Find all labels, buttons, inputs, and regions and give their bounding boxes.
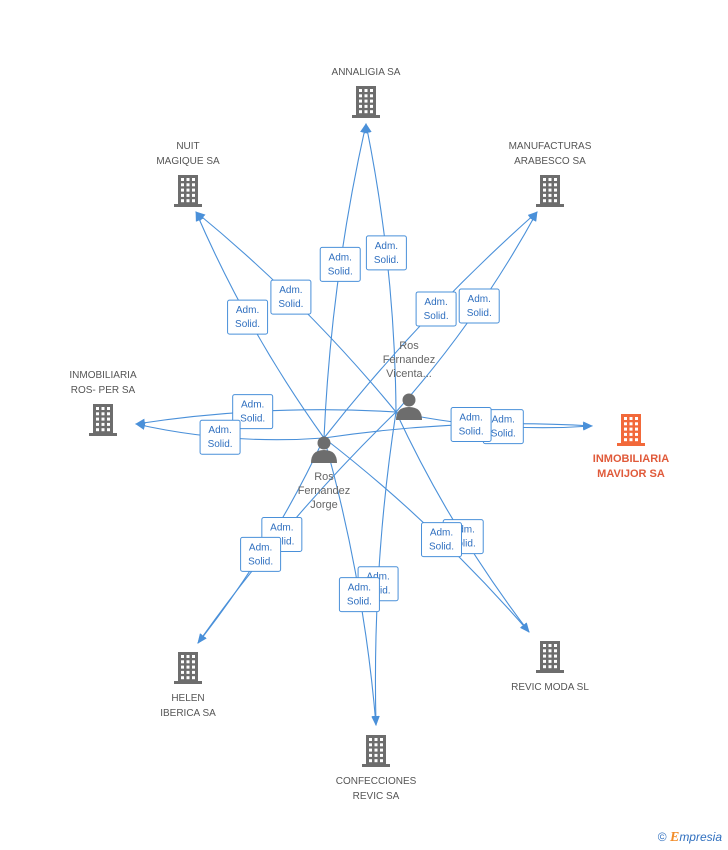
company-label: REVIC MODA SL <box>511 682 589 693</box>
edge-label-type: Solid. <box>235 319 260 330</box>
company-label: IBERICA SA <box>160 708 216 719</box>
edge-label-role: Adm. <box>430 528 453 539</box>
edge-label-jorge-mavijor[interactable]: Adm. Solid. <box>450 406 492 442</box>
brand-name: mpresia <box>679 830 722 844</box>
edge-label-vicenta-manufacturas[interactable]: Adm. Solid. <box>458 288 500 324</box>
edge-label-type: Solid. <box>347 597 372 608</box>
company-label: MAVIJOR SA <box>597 468 665 480</box>
building-icon <box>89 404 117 436</box>
edge-label-jorge-helen[interactable]: Adm. Solid. <box>240 536 282 572</box>
edge-label-jorge-nuit[interactable]: Adm. Solid. <box>227 299 269 335</box>
brand-initial: E <box>669 830 680 845</box>
edge-label-jorge-confecciones[interactable]: Adm. Solid. <box>338 577 380 613</box>
company-label: ARABESCO SA <box>514 156 586 167</box>
edge-labels-layer: Adm.Solid.Adm.Solid.Adm.Solid.Adm.Solid.… <box>199 235 524 613</box>
edge-label-type: Solid. <box>467 308 492 319</box>
edge-label-role: Adm. <box>424 297 447 308</box>
edge-label-role: Adm. <box>329 252 352 263</box>
company-label: CONFECCIONES <box>336 776 417 787</box>
edge-label-role: Adm. <box>348 583 371 594</box>
nodes-layer: ANNALIGIA SA NUIT MAGIQUE SA MANUFACTURAS AR… <box>69 67 669 802</box>
company-label: NUIT <box>176 141 199 152</box>
edge-label-role: Adm. <box>279 285 302 296</box>
edge-label-role: Adm. <box>249 542 272 553</box>
edge-label-role: Adm. <box>492 415 515 426</box>
edge-label-role: Adm. <box>468 294 491 305</box>
person-icon <box>396 393 422 420</box>
edge-label-role: Adm. <box>375 241 398 252</box>
company-label: INMOBILIARIA <box>593 453 669 465</box>
person-label: Fernandez <box>383 354 436 366</box>
company-label: MANUFACTURAS <box>509 141 592 152</box>
company-node-rosper[interactable]: INMOBILIARIA ROS- PER SA <box>69 370 137 436</box>
edge-label-jorge-annaligia[interactable]: Adm. Solid. <box>319 246 361 282</box>
company-node-annaligia[interactable]: ANNALIGIA SA <box>332 67 401 118</box>
edge-label-role: Adm. <box>236 305 259 316</box>
building-icon <box>536 175 564 207</box>
company-node-nuit[interactable]: NUIT MAGIQUE SA <box>156 141 220 207</box>
building-icon <box>536 641 564 673</box>
company-node-revicmoda[interactable]: REVIC MODA SL <box>511 641 589 693</box>
edge-label-jorge-manufacturas[interactable]: Adm. Solid. <box>415 291 457 327</box>
company-node-mavijor[interactable]: INMOBILIARIA MAVIJOR SA <box>593 414 669 480</box>
edge-label-jorge-rosper[interactable]: Adm. Solid. <box>199 419 241 455</box>
edge-label-type: Solid. <box>424 311 449 322</box>
edge-label-type: Solid. <box>278 299 303 310</box>
company-node-confecciones[interactable]: CONFECCIONES REVIC SA <box>336 735 417 802</box>
building-icon <box>174 652 202 684</box>
edge-label-role: Adm. <box>452 525 475 536</box>
edge-label-type: Solid. <box>491 429 516 440</box>
edge-label-vicenta-nuit[interactable]: Adm. Solid. <box>270 279 312 315</box>
edge-label-type: Solid. <box>459 426 484 437</box>
company-label: MAGIQUE SA <box>156 156 220 167</box>
company-node-manufacturas[interactable]: MANUFACTURAS ARABESCO SA <box>509 141 592 207</box>
company-label: ROS- PER SA <box>71 385 136 396</box>
edge-label-vicenta-rosper[interactable]: Adm. Solid. <box>232 394 274 430</box>
person-label: Jorge <box>310 499 338 511</box>
person-label: Fernandez <box>298 485 351 497</box>
company-label: HELEN <box>171 693 204 704</box>
edge-label-vicenta-annaligia[interactable]: Adm. Solid. <box>365 235 407 271</box>
edge-label-jorge-revicmoda[interactable]: Adm. Solid. <box>421 522 463 558</box>
building-icon <box>617 414 645 446</box>
edge-label-type: Solid. <box>248 556 273 567</box>
person-label: Vicenta... <box>386 368 432 380</box>
building-icon <box>174 175 202 207</box>
edge-label-role: Adm. <box>208 425 231 436</box>
edge-label-role: Adm. <box>241 400 264 411</box>
person-label: Ros <box>314 471 334 483</box>
edge-label-type: Solid. <box>429 542 454 553</box>
edge-label-type: Solid. <box>451 539 476 550</box>
company-label: INMOBILIARIA <box>69 370 137 381</box>
footer-brand[interactable]: © Empresia <box>658 830 722 846</box>
edge-label-type: Solid. <box>240 414 265 425</box>
edge-label-type: Solid. <box>374 255 399 266</box>
edge-label-role: Adm. <box>270 523 293 534</box>
company-label: ANNALIGIA SA <box>332 67 401 78</box>
person-node-vicenta[interactable]: RosFernandezVicenta... <box>383 340 436 420</box>
edge-label-type: Solid. <box>208 439 233 450</box>
company-node-helen[interactable]: HELEN IBERICA SA <box>160 652 216 719</box>
building-icon <box>352 86 380 118</box>
edge-label-role: Adm. <box>459 412 482 423</box>
company-label: REVIC SA <box>353 791 400 802</box>
person-icon <box>311 436 337 463</box>
copyright-symbol: © <box>657 830 667 844</box>
building-icon <box>362 735 390 767</box>
person-label: Ros <box>399 340 419 352</box>
edge-label-type: Solid. <box>269 537 294 548</box>
edge-label-type: Solid. <box>328 266 353 277</box>
